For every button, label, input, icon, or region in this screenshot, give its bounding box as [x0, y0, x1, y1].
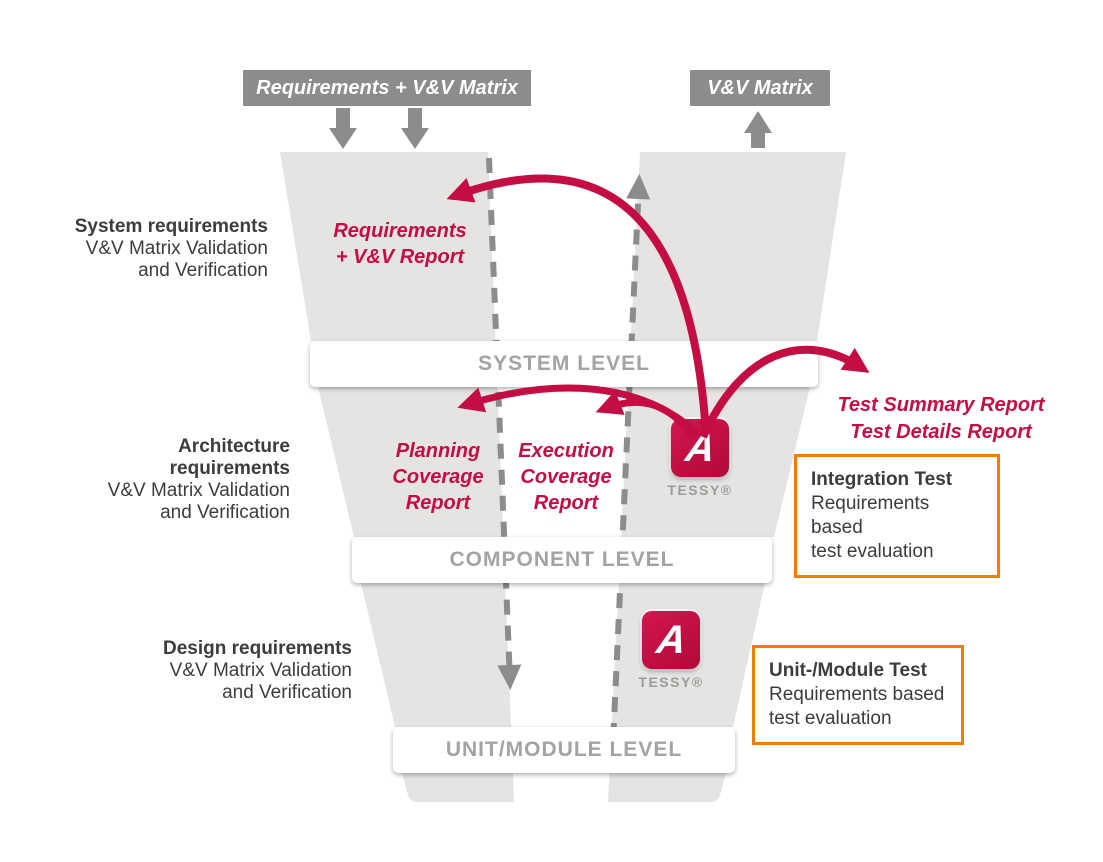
tessy-logo-unit: A TESSY® [634, 611, 708, 690]
down-arrow-2 [401, 108, 429, 149]
planning-coverage-line1: Planning [395, 440, 481, 462]
unit-module-test-line1: Requirements based [769, 684, 945, 705]
side-label-design-line1: V&V Matrix Validation [169, 660, 352, 681]
unit-module-test-line2: test evaluation [769, 708, 892, 729]
side-label-architecture: Architecture requirements V&V Matrix Val… [58, 436, 290, 524]
tessy-icon: A [671, 419, 729, 477]
tessy-label: TESSY® [638, 674, 704, 690]
level-band-component: COMPONENT LEVEL [352, 537, 772, 583]
vv-matrix-box: V&V Matrix [690, 70, 830, 106]
side-label-architecture-title: Architecture requirements [169, 436, 290, 479]
side-label-system-line2: and Verification [138, 260, 268, 281]
execution-coverage-line2: Coverage [520, 466, 612, 488]
planning-coverage-line3: Report [405, 492, 471, 514]
execution-coverage-report-note: Execution Coverage Report [500, 438, 632, 516]
side-label-system-line1: V&V Matrix Validation [85, 238, 268, 259]
tessy-logo-component: A TESSY® [663, 419, 737, 498]
tessy-icon: A [642, 611, 700, 669]
dashed-up-line [609, 174, 651, 765]
down-arrow-1 [329, 108, 357, 149]
side-label-design: Design requirements V&V Matrix Validatio… [120, 638, 352, 704]
level-band-system: SYSTEM LEVEL [310, 341, 818, 387]
execution-coverage-line3: Report [533, 492, 599, 514]
test-summary-line2: Test Details Report [850, 421, 1032, 443]
level-band-unit-label: UNIT/MODULE LEVEL [445, 738, 683, 761]
requirements-vv-report-line1: Requirements [333, 220, 467, 242]
planning-coverage-report-note: Planning Coverage Report [377, 438, 499, 516]
level-band-system-label: SYSTEM LEVEL [478, 352, 650, 375]
unit-module-test-box: Unit-/Module Test Requirements based tes… [752, 645, 964, 745]
level-band-unit: UNIT/MODULE LEVEL [393, 727, 735, 773]
requirements-vv-matrix-label: Requirements + V&V Matrix [256, 76, 518, 99]
integration-test-title: Integration Test [811, 469, 953, 490]
up-arrow [744, 111, 772, 148]
test-summary-report-note: Test Summary Report Test Details Report [828, 392, 1054, 446]
side-label-design-title: Design requirements [163, 638, 352, 659]
integration-test-line2: test evaluation [811, 541, 934, 562]
integration-test-line1: Requirements based [811, 493, 930, 538]
planning-coverage-line2: Coverage [392, 466, 484, 488]
tessy-a-glyph: A [653, 617, 689, 662]
requirements-vv-report-line2: + V&V Report [335, 246, 465, 268]
requirements-vv-report-note: Requirements + V&V Report [298, 218, 502, 270]
side-label-architecture-line1: V&V Matrix Validation [107, 480, 290, 501]
side-label-architecture-line2: and Verification [160, 502, 290, 523]
level-band-component-label: COMPONENT LEVEL [449, 548, 675, 571]
side-label-design-line2: and Verification [222, 682, 352, 703]
side-label-system: System requirements V&V Matrix Validatio… [38, 216, 268, 282]
execution-coverage-line1: Execution [518, 440, 614, 462]
requirements-vv-matrix-box: Requirements + V&V Matrix [243, 70, 531, 106]
integration-test-box: Integration Test Requirements based test… [794, 454, 1000, 578]
vv-matrix-label: V&V Matrix [707, 76, 813, 99]
tessy-a-glyph: A [682, 425, 718, 470]
side-label-system-title: System requirements [74, 216, 268, 237]
test-summary-line1: Test Summary Report [837, 394, 1045, 416]
unit-module-test-title: Unit-/Module Test [769, 660, 927, 681]
tessy-label: TESSY® [667, 482, 733, 498]
